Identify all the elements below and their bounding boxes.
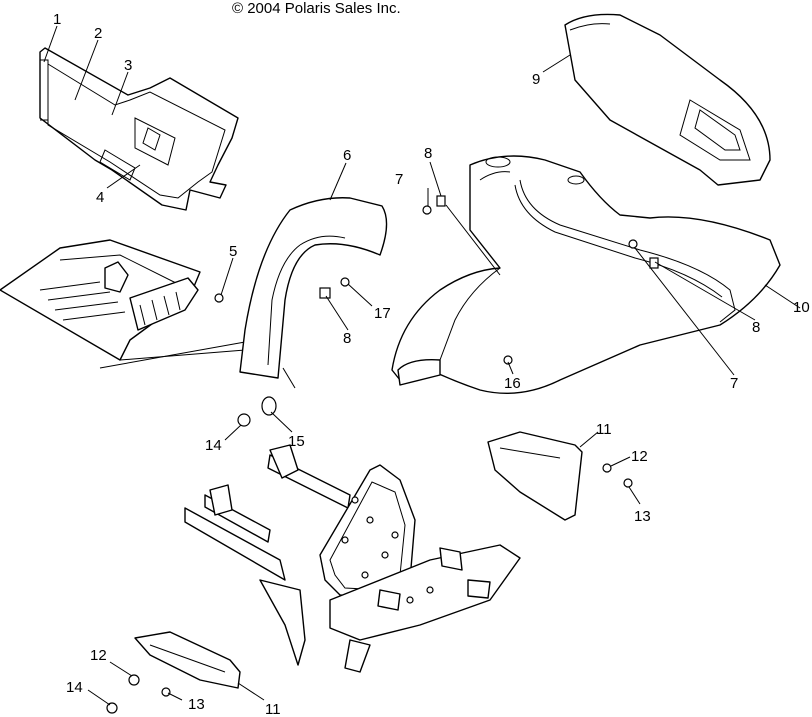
callout-11-bottom: 11 (265, 701, 281, 717)
callout-13-bottom: 13 (188, 696, 205, 713)
callout-14-bottom: 14 (66, 679, 83, 696)
callout-7-right: 7 (730, 375, 738, 392)
callout-8-right: 8 (752, 319, 760, 336)
callout-15: 15 (288, 433, 305, 450)
callout-7-top: 7 (395, 171, 403, 188)
callout-4: 4 (96, 189, 104, 206)
callout-17: 17 (374, 305, 391, 322)
callout-12-right: 12 (631, 448, 648, 465)
copyright-notice: © 2004 Polaris Sales Inc. (232, 0, 401, 17)
callout-14-top: 14 (205, 437, 222, 454)
callout-9: 9 (532, 71, 540, 88)
callout-1: 1 (53, 11, 61, 28)
callout-8-top: 8 (424, 145, 432, 162)
footwell-panel[interactable] (39, 47, 239, 211)
callout-labels: 1 2 3 4 5 6 7 8 9 10 8 7 17 8 16 11 12 1… (53, 11, 810, 717)
callout-3: 3 (124, 57, 132, 74)
callout-10: 10 (793, 299, 810, 316)
fender-flare[interactable] (239, 197, 388, 379)
leader-lines (43, 25, 801, 706)
callout-13-right: 13 (634, 508, 651, 525)
callout-8-middle: 8 (343, 330, 351, 347)
callout-16: 16 (504, 375, 521, 392)
lower-shield[interactable] (134, 631, 241, 689)
footrest[interactable] (0, 239, 246, 369)
side-shield[interactable] (487, 431, 583, 521)
callout-2: 2 (94, 25, 102, 42)
frame[interactable] (184, 444, 521, 673)
callout-12-bottom: 12 (90, 647, 107, 664)
callout-11-right: 11 (596, 421, 612, 438)
hardware (106, 195, 659, 714)
seat[interactable] (564, 13, 771, 186)
rear-body-fender[interactable] (391, 155, 781, 394)
callout-6: 6 (343, 147, 351, 164)
callout-5: 5 (229, 243, 237, 260)
